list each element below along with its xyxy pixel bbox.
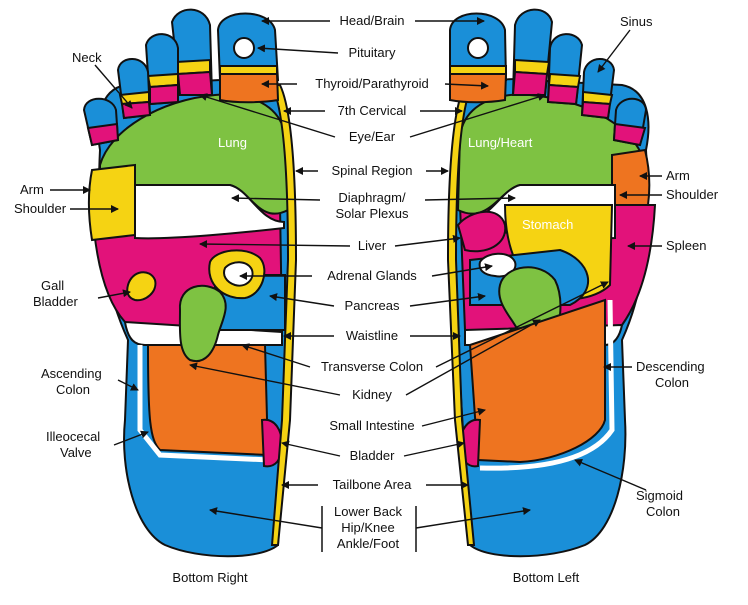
left-toe-4-base — [580, 100, 612, 120]
arrow-sinus — [597, 29, 631, 73]
arrow-small-intestine — [421, 407, 486, 427]
right-toe-2-base — [176, 70, 214, 96]
caption-bottom-right: Bottom Right — [172, 570, 248, 585]
label-gall-line1: Gall — [41, 278, 64, 293]
label-gall-line2: Bladder — [33, 294, 78, 309]
left-foot — [446, 8, 657, 558]
label-sigmoid-line1: Sigmoid — [636, 488, 683, 503]
leader-lines — [50, 17, 662, 529]
right-adrenal-inner — [223, 261, 254, 287]
right-colon-border — [137, 345, 271, 463]
label-arm-right: Arm — [666, 168, 690, 183]
label-descending-line1: Descending — [636, 359, 705, 374]
left-pituitary-dot — [467, 37, 489, 59]
label-arm-left: Arm — [20, 182, 44, 197]
arrow-ileo — [113, 430, 149, 446]
label-thyroid: Thyroid/Parathyroid — [315, 76, 428, 91]
label-sinus: Sinus — [620, 14, 653, 29]
label-eye-ear: Eye/Ear — [349, 129, 396, 144]
label-waistline: Waistline — [346, 328, 398, 343]
arrow-liver — [199, 240, 351, 249]
right-kidney-zone — [178, 284, 227, 363]
label-spleen: Spleen — [666, 238, 706, 253]
zone-label-lung: Lung — [218, 135, 247, 150]
label-head-brain: Head/Brain — [339, 13, 404, 28]
label-shoulder-right: Shoulder — [666, 187, 719, 202]
arrow-pancreas-right — [269, 293, 335, 307]
arrow-ascending — [117, 379, 139, 391]
label-pituitary: Pituitary — [349, 45, 396, 60]
zone-label-lung-heart: Lung/Heart — [468, 135, 533, 150]
arrow-adrenal-left — [431, 263, 493, 277]
label-hip-knee: Hip/Knee — [341, 520, 394, 535]
label-cervical: 7th Cervical — [338, 103, 407, 118]
left-big-toe-band — [449, 65, 507, 75]
label-tailbone: Tailbone Area — [333, 477, 413, 492]
label-transverse-colon: Transverse Colon — [321, 359, 423, 374]
right-toe-3-base — [149, 83, 179, 106]
side-labels-right: Sinus Arm Shoulder Spleen Descending Col… — [620, 14, 719, 519]
left-stomach-tip — [456, 210, 507, 253]
label-ankle-foot: Ankle/Foot — [337, 536, 400, 551]
right-big-toe-thyroid — [219, 73, 280, 104]
arrow-eye-left — [409, 93, 546, 138]
side-labels-left: Neck Arm Shoulder Gall Bladder Ascending… — [14, 50, 102, 460]
label-ascending-line2: Colon — [56, 382, 90, 397]
arrow-neck — [94, 64, 133, 109]
arrow-gall — [97, 289, 131, 299]
arrow-kidney-right — [189, 362, 341, 396]
arrow-thyroid-left — [444, 81, 489, 90]
right-toe-4-base — [120, 100, 152, 120]
label-pancreas: Pancreas — [345, 298, 400, 313]
right-big-toe-band — [219, 65, 278, 75]
label-ascending-line1: Ascending — [41, 366, 102, 381]
arrow-bladder-left — [403, 440, 465, 457]
label-neck: Neck — [72, 50, 102, 65]
center-labels: Head/Brain Pituitary Thyroid/Parathyroid… — [315, 13, 428, 551]
label-bladder: Bladder — [350, 448, 395, 463]
arrow-diaphragm-left — [424, 194, 516, 203]
arrow-transverse-right — [241, 343, 311, 368]
right-foot — [82, 8, 298, 558]
arrow-sigmoid — [574, 459, 647, 491]
arrow-eye-right — [199, 93, 336, 138]
label-sigmoid-line2: Colon — [646, 504, 680, 519]
label-ileo-line2: Valve — [60, 445, 92, 460]
label-diaphragm-line2: Solar Plexus — [336, 206, 409, 221]
label-diaphragm-line1: Diaphragm/ — [338, 190, 406, 205]
arrow-pituitary — [257, 44, 339, 54]
arrow-kidney-left — [405, 319, 541, 396]
caption-bottom-left: Bottom Left — [513, 570, 580, 585]
left-colon-border — [479, 299, 615, 471]
label-lower-back: Lower Back — [334, 504, 402, 519]
arrow-pancreas-left — [409, 292, 486, 307]
label-kidney: Kidney — [352, 387, 392, 402]
label-ileo-line1: Illeocecal — [46, 429, 100, 444]
right-shoulder-zone — [88, 163, 136, 242]
left-toe-5-band — [612, 122, 647, 147]
arrow-lower-back-right — [209, 507, 323, 529]
arrow-lower-back-left — [415, 507, 531, 529]
label-small-intestine: Small Intestine — [329, 418, 414, 433]
arrow-diaphragm-right — [231, 194, 321, 203]
zone-label-stomach: Stomach — [522, 217, 573, 232]
left-big-toe-thyroid — [449, 73, 508, 104]
right-toe-5-band — [86, 122, 120, 147]
arrow-transverse-left — [435, 281, 609, 368]
left-shoulder-zone — [611, 148, 651, 206]
label-spinal-region: Spinal Region — [332, 163, 413, 178]
left-toe-2-base — [511, 70, 549, 96]
label-shoulder-left: Shoulder — [14, 201, 67, 216]
right-pituitary-dot — [233, 37, 255, 59]
label-descending-line2: Colon — [655, 375, 689, 390]
left-toe-3-base — [546, 83, 580, 106]
label-adrenal: Adrenal Glands — [327, 268, 417, 283]
arrow-liver-left — [394, 234, 461, 247]
label-liver: Liver — [358, 238, 387, 253]
arrow-bladder-right — [281, 440, 341, 457]
right-colon-zone — [146, 344, 270, 457]
